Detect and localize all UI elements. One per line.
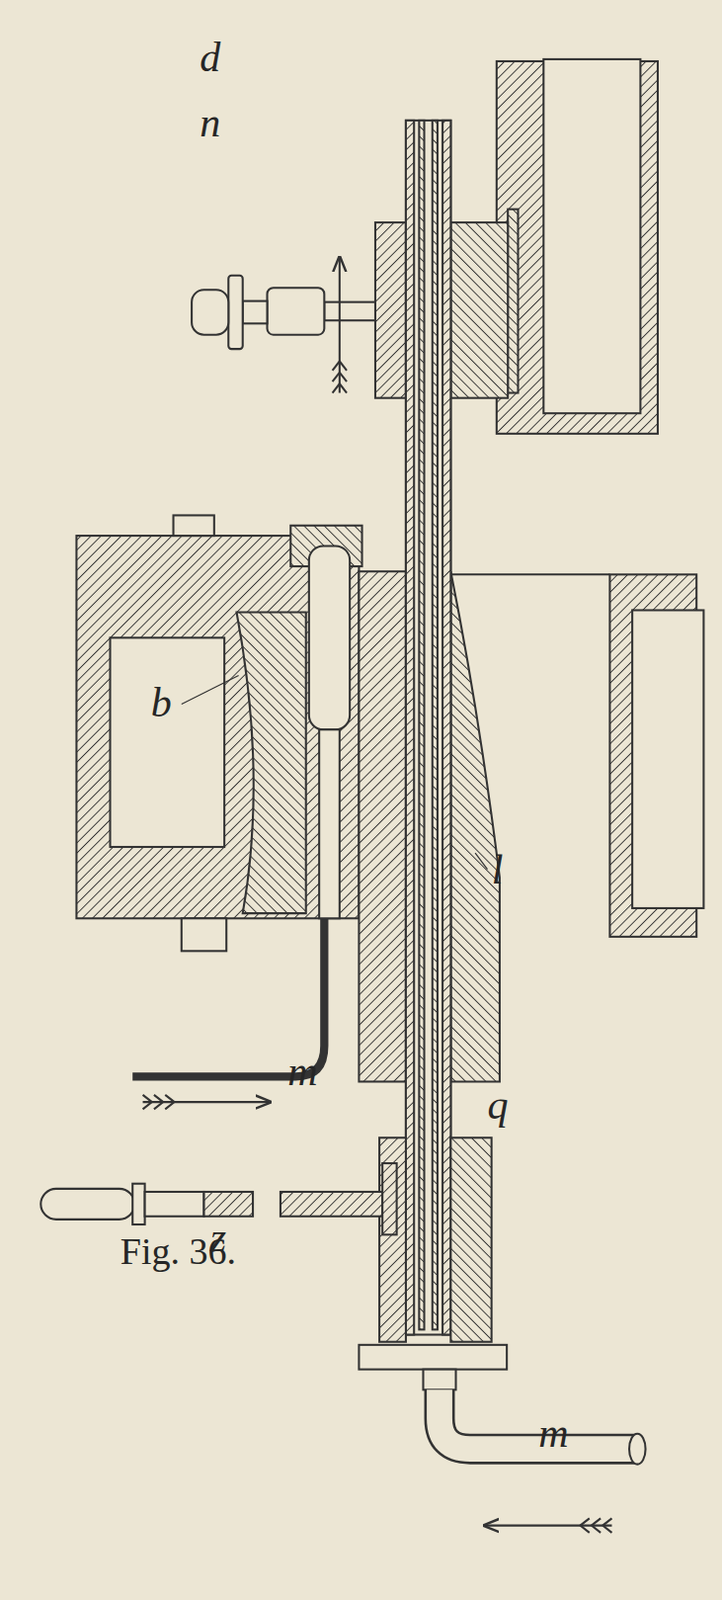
- housing: [76, 535, 359, 918]
- frame-cavity: [632, 609, 704, 907]
- valve-body: [267, 287, 325, 334]
- insert: [237, 612, 307, 914]
- arrow-feather: [332, 361, 347, 394]
- fitting-flange: [358, 1344, 507, 1369]
- housing-cavity: [543, 59, 641, 413]
- flange: [450, 222, 508, 399]
- part-label: b: [151, 681, 172, 723]
- fitting: [379, 1136, 406, 1341]
- bore: [309, 545, 350, 729]
- handle-rod: [203, 1191, 253, 1216]
- handle-rod: [280, 1191, 383, 1216]
- part-label: n: [199, 101, 221, 144]
- part-label: m: [538, 1411, 568, 1453]
- tube-wall: [442, 120, 451, 1335]
- bore: [319, 728, 340, 918]
- part-label: d: [199, 36, 221, 79]
- bolt: [173, 514, 215, 536]
- flange: [375, 222, 406, 399]
- handle-rod: [145, 1191, 205, 1216]
- valve-disc: [228, 275, 242, 349]
- valve-neck: [242, 301, 268, 324]
- tube: [405, 120, 451, 1335]
- handle-tee: [382, 1162, 397, 1234]
- figure-caption: Fig. 36.: [120, 1231, 237, 1270]
- pipe-wall: [432, 120, 438, 1329]
- handle-grip: [40, 1188, 135, 1219]
- tube-wall: [405, 120, 414, 1335]
- drawing: [40, 59, 704, 1532]
- pipe-end: [629, 1433, 646, 1464]
- valve-knob: [191, 289, 229, 334]
- edge-line: [450, 572, 610, 575]
- part-label: q: [487, 1083, 509, 1125]
- block: [450, 570, 500, 1081]
- arrow-feather: [579, 1517, 612, 1531]
- handle-collar: [132, 1183, 145, 1224]
- arrow-feather: [143, 1094, 175, 1109]
- leader-line: [181, 675, 240, 705]
- part-label: m: [287, 1049, 318, 1092]
- nut: [181, 917, 227, 951]
- leader-line: [475, 852, 487, 870]
- valve-stem: [323, 302, 376, 321]
- fitting: [450, 1136, 491, 1341]
- housing-cavity: [110, 637, 226, 847]
- plate: [507, 209, 518, 394]
- block: [358, 570, 405, 1081]
- part-label: l: [491, 848, 504, 890]
- fitting-nipple: [422, 1368, 456, 1390]
- pipe-wall: [418, 120, 424, 1329]
